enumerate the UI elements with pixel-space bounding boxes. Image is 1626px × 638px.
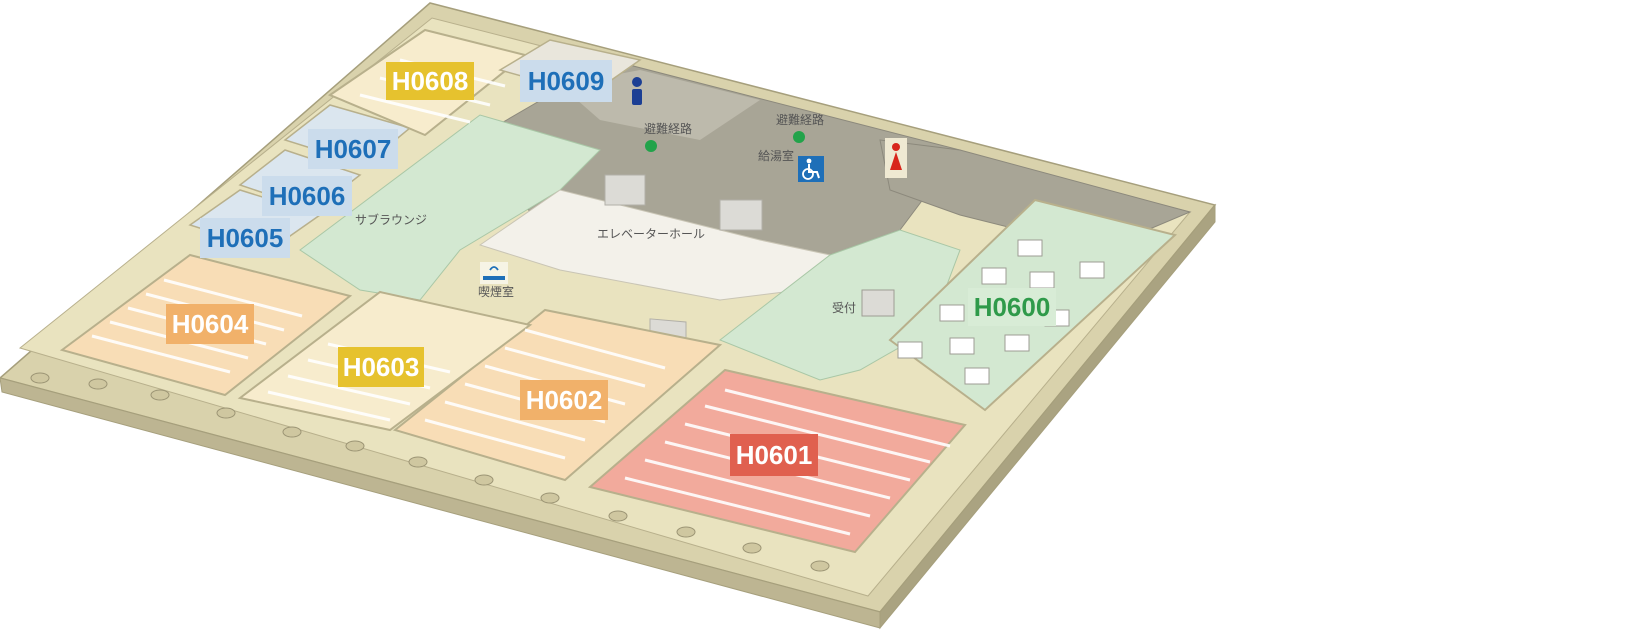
- room-badges: H0600 H0601 H0602 H0603 H0604 H0605 H060…: [166, 60, 1056, 476]
- room-badge-H0606[interactable]: H0606: [262, 176, 352, 216]
- room-label-H0606: H0606: [269, 181, 346, 211]
- room-label-H0602: H0602: [526, 385, 603, 415]
- room-badge-H0600[interactable]: H0600: [968, 288, 1056, 326]
- elevator-hall-label: エレベーターホール: [597, 227, 705, 241]
- smoking-room-label: 喫煙室: [478, 284, 514, 299]
- room-badge-H0605[interactable]: H0605: [200, 218, 290, 258]
- room-label-H0607: H0607: [315, 134, 392, 164]
- room-label-H0600: H0600: [974, 292, 1051, 322]
- room-badge-H0607[interactable]: H0607: [308, 129, 398, 169]
- evacuation-route-marker-1: [645, 140, 657, 152]
- sub-lounge-area: [299, 114, 601, 301]
- room-badge-H0603[interactable]: H0603: [338, 347, 424, 387]
- room-label-H0605: H0605: [207, 223, 284, 253]
- room-label-H0608: H0608: [392, 66, 469, 96]
- wheelchair-accessible-icon[interactable]: [798, 156, 824, 182]
- room-badge-H0608[interactable]: H0608: [386, 62, 474, 100]
- information-icon[interactable]: [632, 77, 642, 105]
- reception-label: 受付: [832, 301, 856, 315]
- room-label-H0604: H0604: [172, 309, 249, 339]
- room-badge-H0609[interactable]: H0609: [520, 60, 612, 102]
- evacuation-route-marker-2: [793, 131, 805, 143]
- columns: [30, 372, 830, 572]
- sub-lounge-label: サブラウンジ: [355, 212, 427, 227]
- area-labels: サブラウンジ エレベーターホール 喫煙室 受付 給湯室 避難経路 避難経路: [355, 112, 856, 315]
- restroom-icon[interactable]: [885, 138, 907, 178]
- room-label-H0609: H0609: [528, 66, 605, 96]
- evacuation-route-label-1: 避難経路: [644, 121, 692, 136]
- smoking-icon: [480, 262, 508, 284]
- room-label-H0601: H0601: [736, 440, 813, 470]
- evacuation-route-label-2: 避難経路: [776, 112, 824, 127]
- room-badge-H0601[interactable]: H0601: [730, 434, 818, 476]
- kitchenette-label: 給湯室: [758, 148, 794, 163]
- room-label-H0603: H0603: [343, 352, 420, 382]
- lounge-tables: [897, 239, 1105, 385]
- room-badge-H0602[interactable]: H0602: [520, 380, 608, 420]
- room-badge-H0604[interactable]: H0604: [166, 304, 254, 344]
